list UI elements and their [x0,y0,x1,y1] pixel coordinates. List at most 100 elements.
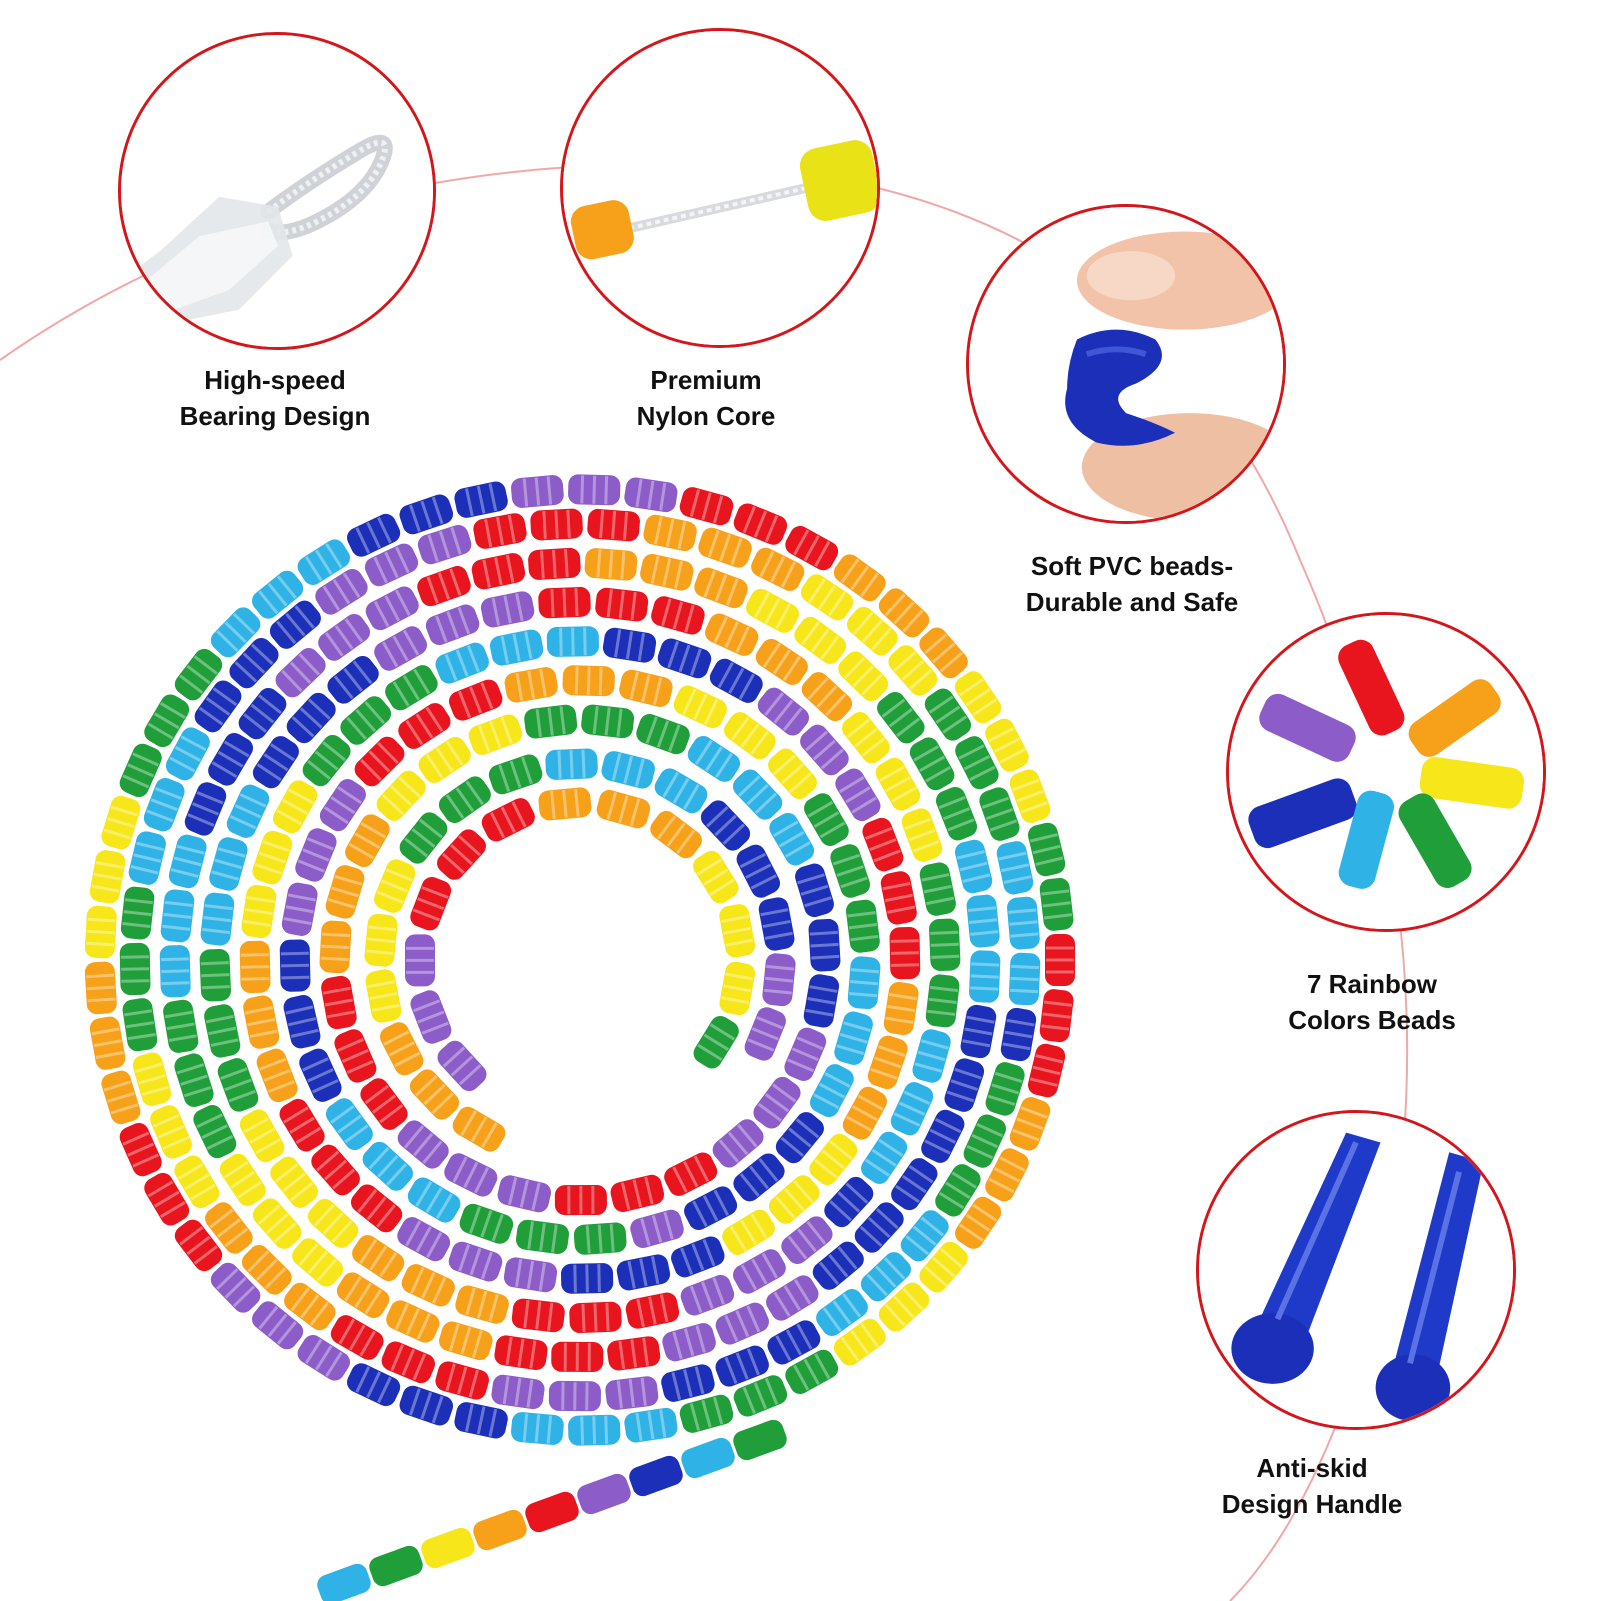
rope-bead [650,810,702,859]
rope-bead [785,1349,839,1395]
rope-bead [664,1152,718,1196]
rope-bead [503,1257,558,1293]
rope-bead [569,1301,622,1334]
rope-bead [661,1364,715,1402]
rope-bead [515,1219,570,1254]
feature-label-pvc: Soft PVC beads- Durable and Safe [972,548,1292,620]
rope-bead [299,1048,342,1102]
rope-bead [256,1048,298,1103]
nylon-core-detail-circle [560,28,880,348]
rope-bead [119,743,162,798]
rope-bead [733,503,788,545]
rope-bead [455,1285,509,1324]
rope-bead [1009,1097,1051,1151]
feature-title: High-speed [204,365,346,395]
rope-bead [302,734,351,787]
rope-bead [209,837,248,891]
rope-bead [861,1131,908,1184]
rope-bead [473,513,527,549]
rope-bead [733,1375,788,1417]
rope-bead [239,940,271,994]
rope-bead [833,1318,886,1366]
rope-bead [89,850,126,904]
rope-bead [924,688,972,741]
rope-bead [794,616,847,664]
rope-bead [217,1058,259,1112]
rope-bead [909,737,955,791]
rope-bead [418,736,471,783]
rope-bead [437,829,486,880]
rope-bead [846,606,898,656]
rope-bead [340,696,392,745]
rope-bead [681,1437,735,1479]
rope-bead [693,1015,739,1069]
rope-bead [174,648,223,701]
rope-bead [560,1263,614,1294]
rope-bead [504,667,558,703]
rope-bead [454,481,508,518]
rope-bead [768,1175,820,1224]
rope-bead [491,1374,545,1410]
rope-bead [327,655,379,704]
rope-bead [595,587,649,622]
rope-bead [318,614,371,661]
rope-bead [252,830,293,885]
rope-bead [407,1177,461,1223]
rope-bead [785,525,839,571]
rope-bead [700,800,751,851]
rope-bead [687,735,741,782]
rope-bead [803,974,840,1028]
rope-bead [744,1007,786,1061]
rope-bead [471,553,526,590]
rope-bead [528,547,581,580]
rope-bead [286,692,336,744]
rope-bead [762,953,796,1007]
rope-bead [241,884,277,939]
feature-subtitle: Bearing Design [179,401,371,431]
rope-bead [239,1109,285,1163]
rope-bead [369,1545,423,1587]
rope-bead [709,658,763,703]
rope-bead [577,1473,631,1515]
rope-bead [334,1029,377,1083]
rope-bead [955,736,999,790]
rope-bead [410,876,452,931]
rope-bead [766,1275,819,1321]
rope-bead [160,889,195,943]
rope-bead [376,770,426,821]
rope-bead [996,841,1034,895]
rope-bead [568,474,621,506]
rope-bead [538,586,591,619]
feature-title: Soft PVC beads- [1030,551,1234,581]
rope-bead [901,808,943,862]
rope-bead [607,1336,661,1371]
rope-bead [643,514,697,552]
rope-bead [769,812,815,866]
rope-bead [616,1254,671,1291]
rope-bead [165,727,210,781]
rope-bead [781,1216,833,1265]
rope-bead [273,780,318,834]
rope-bead [292,1238,344,1287]
rope-bead [919,1241,968,1293]
rope-bead [651,596,705,635]
rope-bead [269,600,321,649]
rope-bead [960,1004,997,1059]
rope-bead [889,926,921,980]
rope-bead [101,1070,141,1125]
soft-bead-detail-circle [966,204,1286,524]
rope-bead [404,934,436,987]
rope-bead [736,844,781,898]
rope-bead [319,920,352,974]
rope-bead [279,939,311,992]
rope-bead [144,1172,190,1226]
rope-bead [985,1148,1029,1202]
rope-bead [279,1098,325,1152]
rope-bead [662,1323,716,1362]
rainbow-beads-icon [1229,615,1543,929]
rope-bead [386,1300,440,1343]
rope-bead [800,724,849,776]
rope-bead [963,1114,1006,1168]
rope-bead [122,998,158,1052]
rope-bead [381,1341,435,1384]
